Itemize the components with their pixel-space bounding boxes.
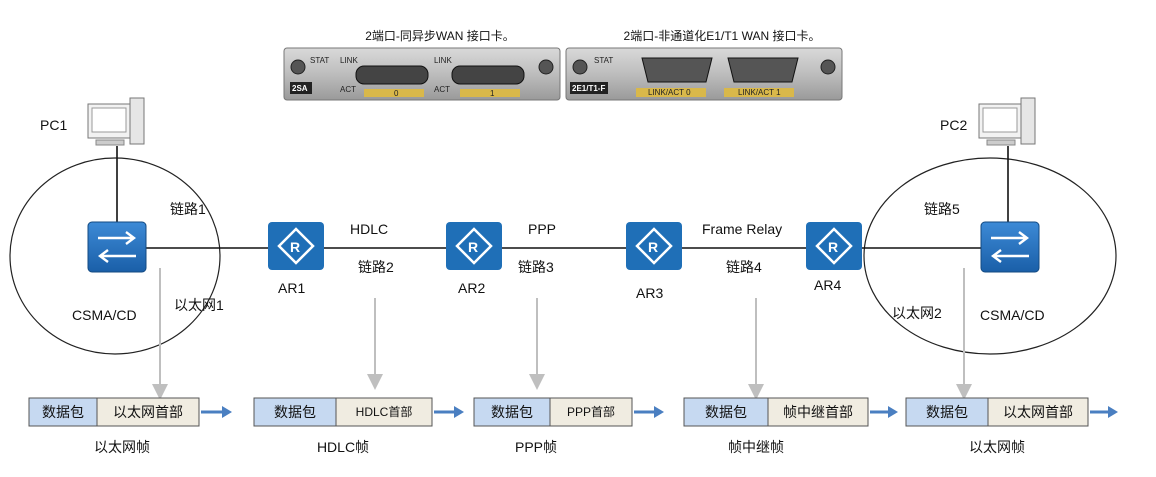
card2-badge: 2E1/T1-F [572,84,605,93]
frame1-header: 以太网首部 [113,404,183,420]
router-ar3-icon: R [626,222,682,270]
frame4-payload: 数据包 [705,404,747,420]
card2-port1-label: LINK/ACT 1 [738,88,781,97]
arrow-icon [654,406,664,418]
arrow-icon [888,406,898,418]
svg-text:R: R [290,239,300,255]
screw-icon [538,59,554,75]
serial-port-1 [451,65,525,85]
screw-icon [820,59,836,75]
pc2-icon [978,97,1036,146]
pc2-label: PC2 [940,117,967,133]
frame5-header: 以太网首部 [1003,404,1073,420]
frame5-payload: 数据包 [926,404,968,420]
frame1-caption: 以太网帧 [94,439,150,455]
router-ar2-icon: R [446,222,502,270]
lan-right-name: 以太网2 [892,305,942,321]
lan-left-protocol: CSMA/CD [72,307,137,323]
frame4-caption: 帧中继帧 [728,439,784,455]
router-ar4-icon: R [806,222,862,270]
card1-link-label: LINK [340,56,358,65]
frame2-payload: 数据包 [274,404,316,420]
card1-act-label-2: ACT [434,85,450,94]
router-ar1-icon: R [268,222,324,270]
lan-left-boundary [9,157,221,355]
frame4-header: 帧中继首部 [783,404,853,420]
frame1-payload: 数据包 [42,404,84,420]
frame-ethernet-1: 数据包 以太网首部 以太网帧 [28,397,232,455]
card1-badge: 2SA [292,84,308,93]
e1t1-wan-card: 2E1/T1-F STAT LINK/ACT 0 LINK/ACT 1 [565,47,843,101]
switch-right-icon [980,221,1040,273]
svg-text:R: R [468,239,478,255]
frame3-payload: 数据包 [491,404,533,420]
link1-label: 链路1 [170,201,206,217]
screw-icon [572,59,588,75]
card1-port0-label: 0 [394,89,399,98]
link4-label: 链路4 [726,259,762,275]
serial-port-0 [355,65,429,85]
svg-text:R: R [828,239,838,255]
hdlc-label: HDLC [350,221,388,237]
router-ar2-label: AR2 [458,280,485,296]
pc1-icon [87,97,145,146]
card2-stat-label: STAT [594,56,613,65]
frame3-header: PPP首部 [567,404,615,419]
card2-title: 2端口-非通道化E1/T1 WAN 接口卡。 [624,28,821,43]
card1-stat-label: STAT [310,56,329,65]
arrow-icon [1108,406,1118,418]
card1-title: 2端口-同异步WAN 接口卡。 [365,28,515,43]
card1-act-label: ACT [340,85,356,94]
frame-ethernet-2: 数据包 以太网首部 以太网帧 [905,397,1118,455]
frame2-caption: HDLC帧 [317,439,369,455]
frame-relay-label: Frame Relay [702,221,782,237]
card1-port1-label: 1 [490,89,495,98]
router-ar3-label: AR3 [636,285,663,301]
sync-async-wan-card: 2SA STAT LINK ACT LINK ACT 0 1 [283,47,561,101]
db9-port-1 [727,57,799,83]
frame3-caption: PPP帧 [515,439,557,455]
frame-hdlc: 数据包 HDLC首部 HDLC帧 [253,397,464,455]
arrow-icon [222,406,232,418]
screw-icon [290,59,306,75]
card2-port0-label: LINK/ACT 0 [648,88,691,97]
card1-link-label-2: LINK [434,56,452,65]
db9-port-0 [641,57,713,83]
router-ar4-label: AR4 [814,277,841,293]
svg-text:R: R [648,239,658,255]
router-ar1-label: AR1 [278,280,305,296]
link5-label: 链路5 [924,201,960,217]
lan-right-protocol: CSMA/CD [980,307,1045,323]
lan-right-boundary [863,157,1117,355]
frame-relay: 数据包 帧中继首部 帧中继帧 [683,397,898,455]
frame2-header: HDLC首部 [356,404,413,419]
link2-label: 链路2 [358,259,394,275]
link3-label: 链路3 [518,259,554,275]
pc1-label: PC1 [40,117,67,133]
arrow-icon [454,406,464,418]
frame5-caption: 以太网帧 [969,439,1025,455]
lan-left-name: 以太网1 [174,297,224,313]
frame-ppp: 数据包 PPP首部 PPP帧 [473,397,664,455]
ppp-label: PPP [528,221,556,237]
switch-left-icon [87,221,147,273]
